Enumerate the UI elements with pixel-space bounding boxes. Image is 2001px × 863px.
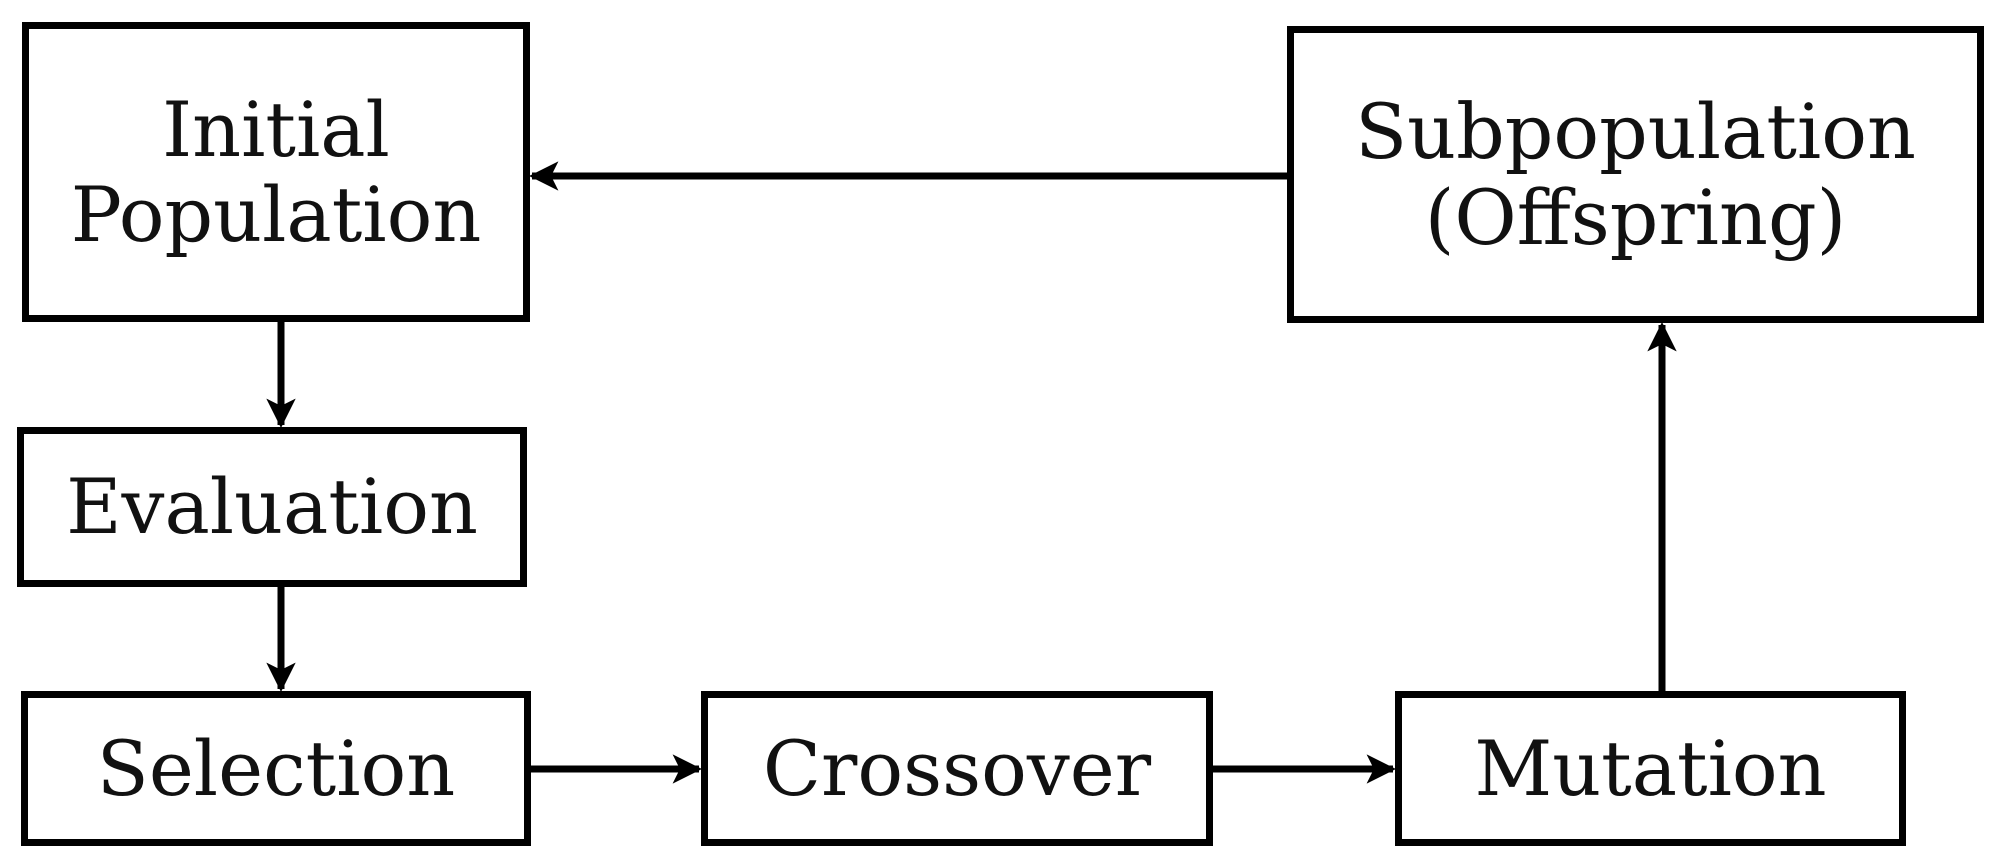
mutation-label: Mutation [1474, 723, 1827, 813]
initial-population-label-line2: Population [70, 170, 482, 259]
subpopulation-label-line2: (Offspring) [1424, 172, 1847, 262]
evaluation-box: Evaluation [17, 427, 527, 587]
crossover-box: Crossover [701, 691, 1213, 846]
mutation-box: Mutation [1395, 691, 1906, 846]
subpopulation-label-line1: Subpopulation [1355, 87, 1916, 177]
selection-box: Selection [21, 691, 531, 846]
crossover-label: Crossover [762, 723, 1152, 813]
initial-population-box: Initial Population [22, 22, 530, 322]
initial-population-label-line1: Initial [162, 84, 390, 174]
selection-label: Selection [96, 723, 456, 813]
evaluation-label: Evaluation [66, 462, 478, 552]
subpopulation-box: Subpopulation (Offspring) [1287, 26, 1984, 323]
